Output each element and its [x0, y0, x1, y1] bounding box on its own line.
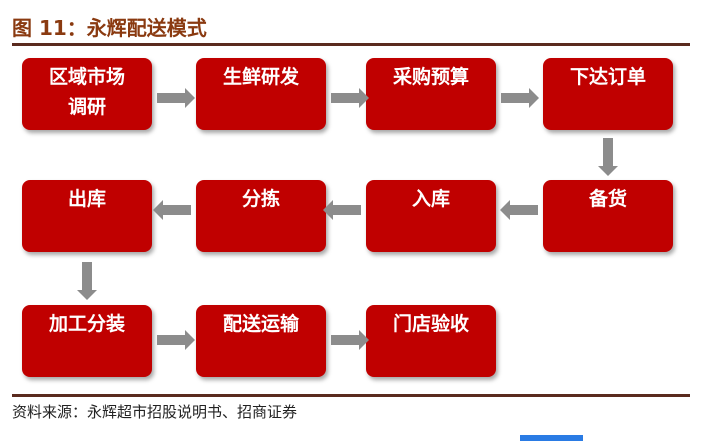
step-outbound: 出库 — [22, 180, 152, 252]
step-fresh-rd: 生鲜研发 — [196, 58, 326, 130]
step-market-research: 区域市场调研 — [22, 58, 152, 130]
step-purchase-budget: 采购预算 — [366, 58, 496, 130]
arrow-right-icon — [331, 330, 369, 350]
step-warehousing: 入库 — [366, 180, 496, 252]
step-place-order: 下达订单 — [543, 58, 673, 130]
step-store-inspection: 门店验收 — [366, 305, 496, 377]
figure-title: 图 11：永辉配送模式 — [12, 16, 207, 40]
arrow-right-icon — [157, 88, 195, 108]
step-delivery: 配送运输 — [196, 305, 326, 377]
step-sorting: 分拣 — [196, 180, 326, 252]
arrow-left-icon — [153, 200, 191, 220]
step-stock-prep: 备货 — [543, 180, 673, 252]
top-rule — [12, 43, 690, 46]
bottom-rule — [12, 394, 690, 397]
arrow-down-icon — [598, 138, 618, 176]
arrow-down-icon — [77, 262, 97, 300]
step-processing-packing: 加工分装 — [22, 305, 152, 377]
source-note: 资料来源：永辉超市招股说明书、招商证券 — [12, 403, 298, 421]
blue-bar — [520, 435, 583, 441]
arrow-left-icon — [500, 200, 538, 220]
arrow-right-icon — [331, 88, 369, 108]
arrow-left-icon — [323, 200, 361, 220]
arrow-right-icon — [501, 88, 539, 108]
arrow-right-icon — [157, 330, 195, 350]
